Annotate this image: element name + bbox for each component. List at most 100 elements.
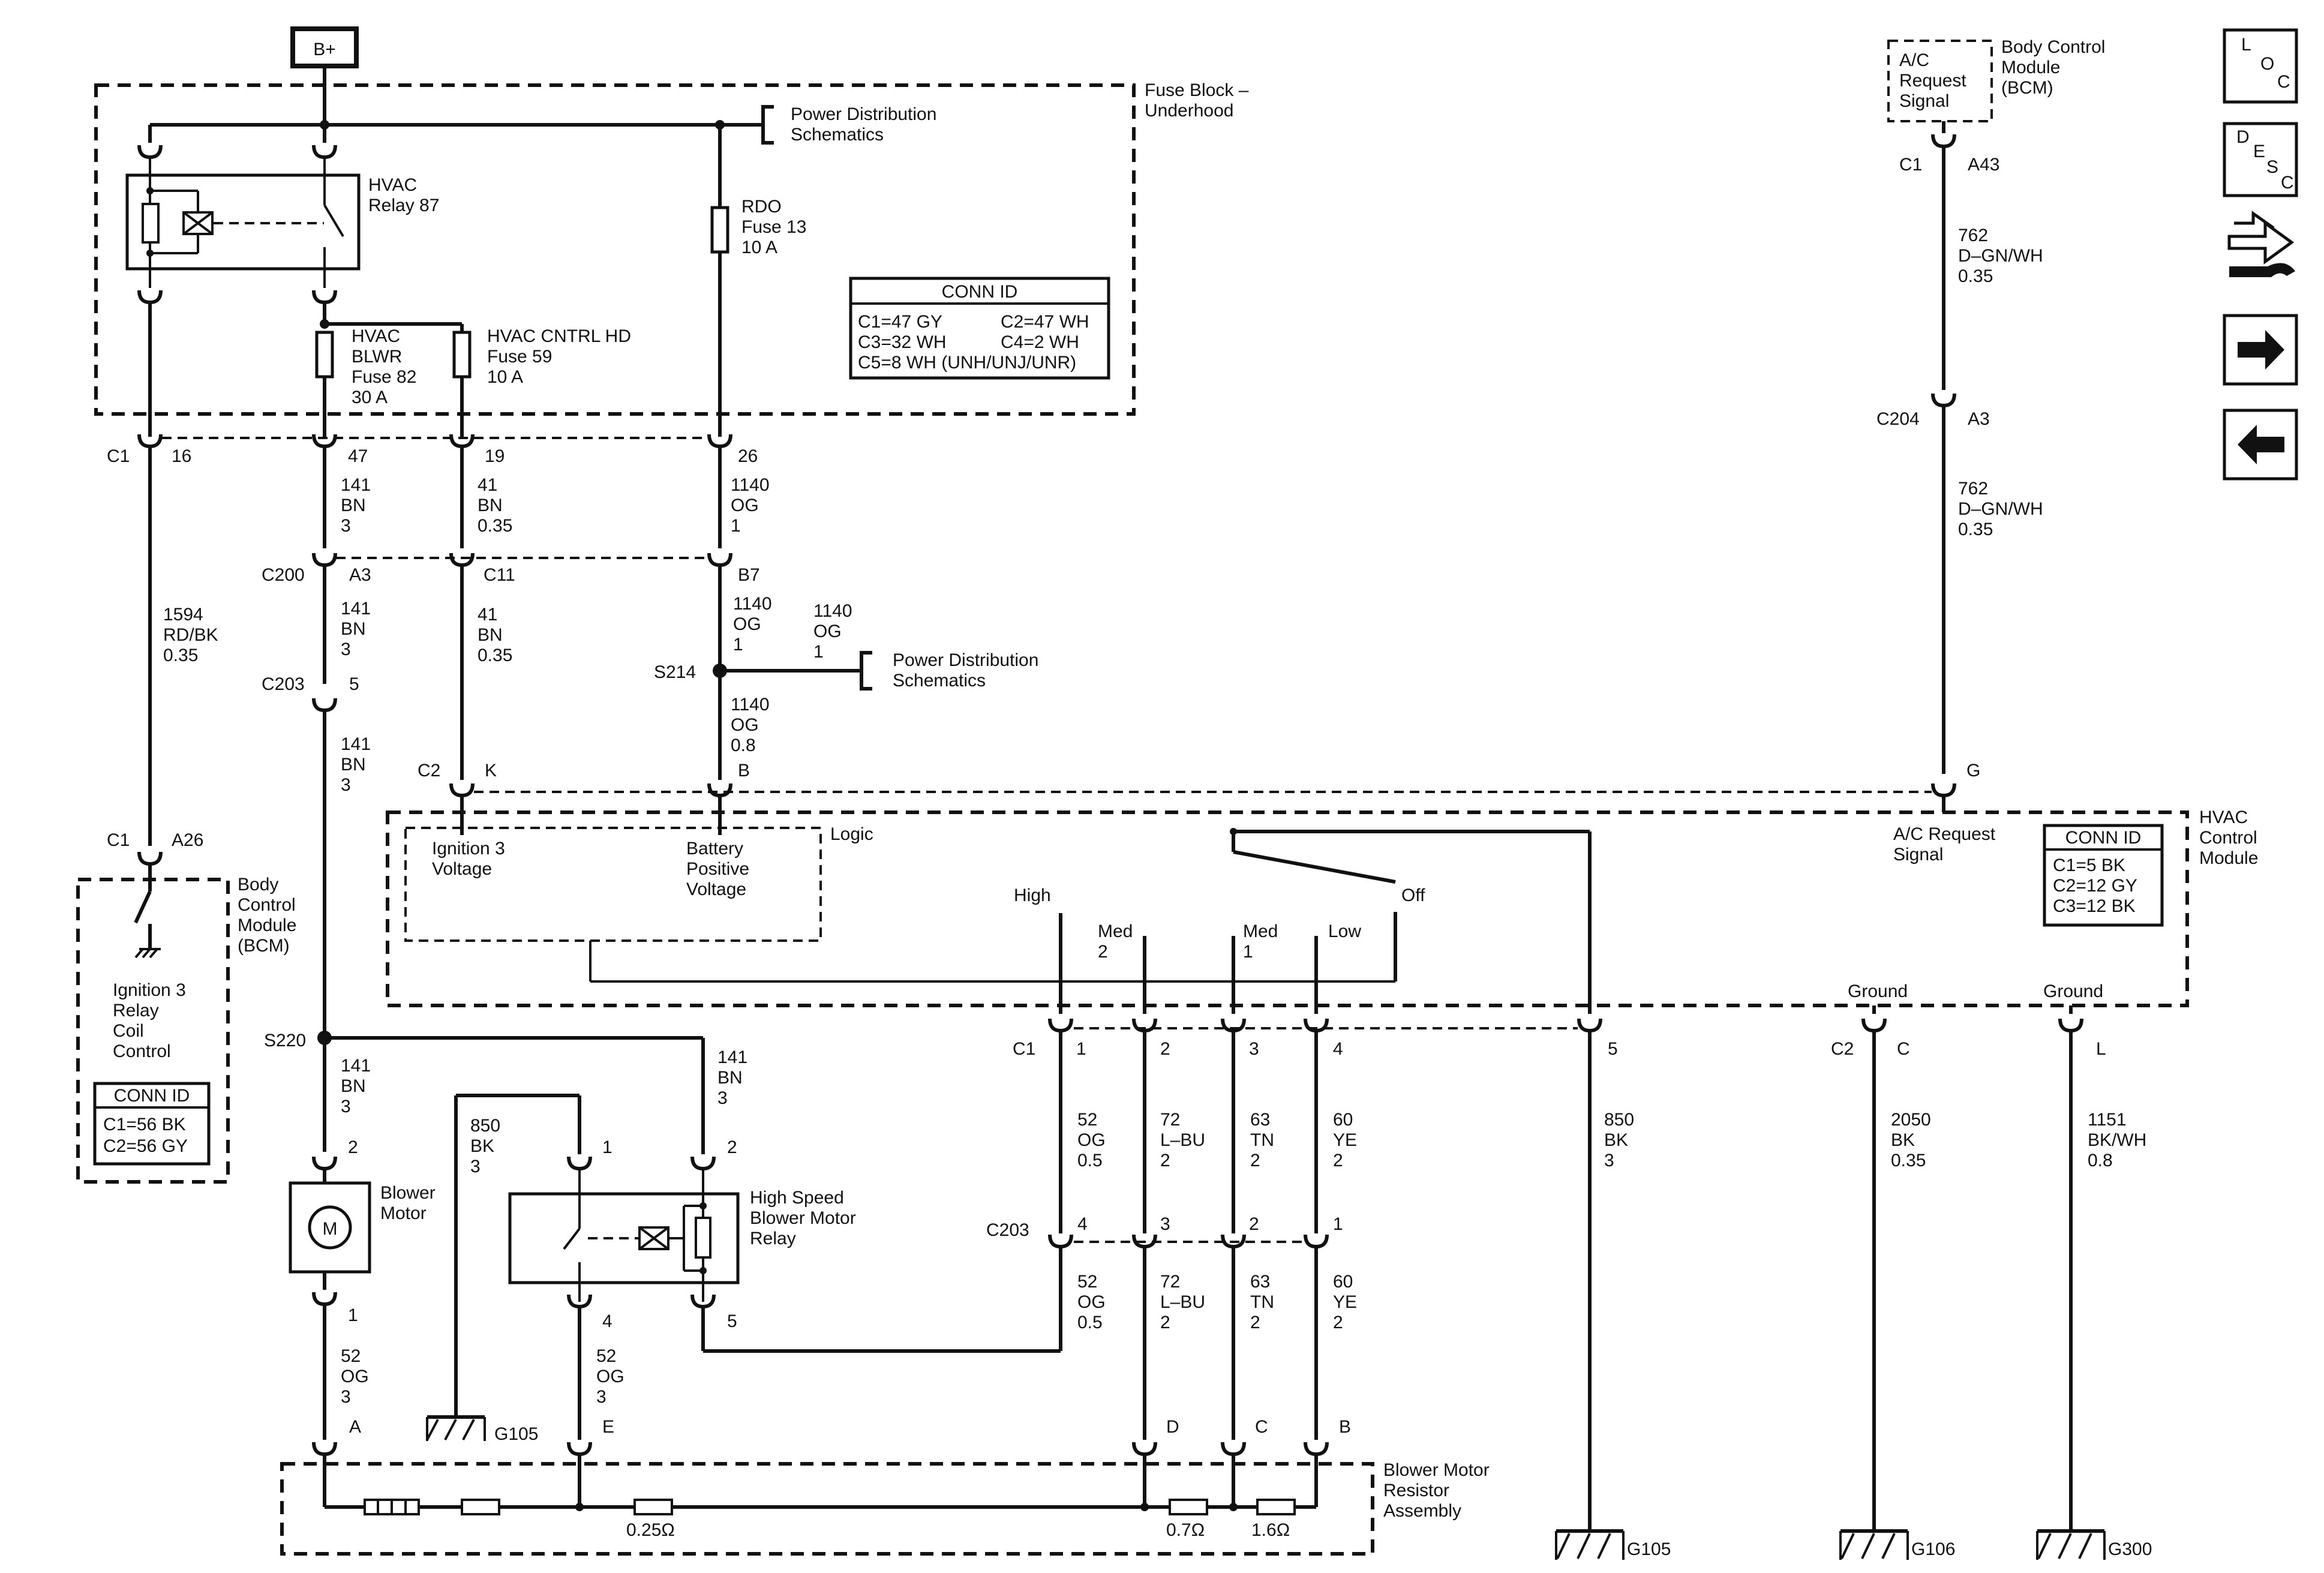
hvac-relay-label: HVAC [368,175,417,195]
svg-text:141: 141 [717,1047,747,1067]
connector-label: C2 [1831,1039,1854,1059]
bcm-left-desc: Ignition 3 [113,980,186,1000]
pin-label: 5 [349,674,359,694]
svg-text:TN: TN [1250,1292,1274,1312]
ground-id: G105 [1627,1539,1671,1559]
bcm-left-label: Module [238,915,296,935]
svg-text:0.35: 0.35 [478,516,512,536]
pin-label: 2 [727,1137,737,1157]
svg-text:850: 850 [1604,1110,1634,1130]
svg-text:0.8: 0.8 [2088,1151,2113,1170]
conn-id-row: C2=56 GY [103,1136,188,1156]
wire-label: 60 YE 2 [1333,1272,1357,1332]
pin-label: A3 [349,565,371,585]
power-source: B+ [290,26,359,68]
bcm-left-label: (BCM) [238,936,290,956]
blower-motor: M Blower Motor [289,1170,436,1290]
svg-text:E: E [2253,142,2265,161]
svg-text:141: 141 [341,1056,371,1076]
svg-text:1140: 1140 [733,594,772,614]
connector-wrench-icon[interactable] [2227,211,2295,277]
conn-id-row: C4=2 WH [1001,332,1079,352]
wire-label: 52 OG 0.5 [1077,1110,1106,1170]
svg-text:2: 2 [1160,1313,1170,1332]
resistor-value: 0.7Ω [1166,1520,1205,1540]
wire-label: 52 OG 3 [596,1346,624,1407]
wire-label: 141 BN 3 [341,475,371,536]
wire-label: 1140 OG 1 [733,594,772,655]
resistor-16 [1256,1499,1296,1515]
svg-text:3: 3 [341,516,351,536]
svg-text:TN: TN [1250,1130,1274,1150]
resistor-assy-label: Blower Motor [1383,1460,1490,1480]
bcm-top: A/C Request Signal Body Control Module (… [1887,37,2105,175]
wire-label: 141 BN 3 [341,1056,371,1116]
svg-text:BN: BN [478,625,503,645]
svg-text:850: 850 [470,1116,500,1136]
pin-label: C [1255,1417,1268,1437]
svg-text:OG: OG [1077,1130,1106,1150]
svg-text:0.5: 0.5 [1077,1151,1103,1170]
previous-arrow-button[interactable] [2223,409,2298,481]
power-dist-label: Power Distribution [791,104,936,124]
resistor-value: 1.6Ω [1251,1520,1290,1540]
pin-label: A3 [1968,409,1990,429]
conn-id-row: C2=12 GY [2053,876,2137,896]
pin-label: 2 [348,1137,358,1157]
next-arrow-button[interactable] [2223,314,2298,386]
hvac-module-label: Control [2199,828,2257,848]
connector-label: C1 [107,830,130,850]
svg-text:0.35: 0.35 [478,646,512,665]
pin-label: 26 [738,446,758,466]
svg-text:3: 3 [717,1088,728,1108]
fuse-block-conn-id: CONN ID C1=47 GY C2=47 WH C3=32 WH C4=2 … [849,277,1110,380]
ignition-voltage-label: Voltage [432,859,492,879]
wire-label: 1151 BK/WH 0.8 [2088,1110,2146,1170]
svg-text:1140: 1140 [731,475,770,495]
svg-text:762: 762 [1958,479,1988,499]
svg-text:OG: OG [813,622,842,641]
bcm-left-desc: Relay [113,1001,159,1020]
wire-label: 60 YE 2 [1333,1110,1357,1170]
switch-med1-label: Med [1243,921,1278,941]
description-button[interactable]: D E S C [2223,122,2298,197]
hvac-module-label: HVAC [2199,807,2248,827]
svg-text:S: S [2266,157,2278,177]
motor-symbol: M [323,1219,338,1239]
pin-label: 2 [1249,1214,1259,1234]
fuse-block-underhood: Fuse Block – Underhood Power Distributio… [94,80,1249,437]
pin-label: B7 [738,565,760,585]
svg-text:BK: BK [1891,1130,1915,1150]
svg-text:1151: 1151 [2088,1110,2127,1130]
pin-label: 16 [172,446,191,466]
conn-id-row: C1=47 GY [858,312,942,332]
svg-text:1: 1 [733,635,743,655]
bcm-top-label: Body Control [2001,37,2105,57]
c200-connector: C200 A3 C11 B7 [262,553,760,585]
right-arrow-icon [2238,330,2284,370]
svg-text:D–GN/WH: D–GN/WH [1958,246,2043,266]
pin-label: 19 [485,446,505,466]
svg-text:C: C [2281,173,2294,193]
cntrl-fuse [452,331,472,379]
ground-label: Ground [1848,981,1908,1001]
switch-med1-label: 1 [1243,942,1253,962]
wire-label: 1140 OG 1 [813,601,852,662]
battery-voltage-label: Positive [686,859,749,879]
connector-label: C203 [986,1220,1029,1240]
location-button[interactable]: L O C [2223,28,2298,104]
ac-request-label: A/C Request [1893,824,1996,844]
wire-label: 72 L–BU 2 [1160,1272,1205,1332]
svg-text:2: 2 [1333,1313,1343,1332]
hvac-relay: HVAC Relay 87 [125,157,439,288]
svg-text:BN: BN [341,619,366,639]
wire-label: 1140 OG 1 [731,475,770,536]
svg-text:1: 1 [813,642,824,662]
svg-text:1140: 1140 [731,695,770,715]
svg-text:1140: 1140 [813,601,852,621]
svg-text:141: 141 [341,475,371,495]
svg-text:0.35: 0.35 [1891,1151,1926,1170]
svg-text:RD/BK: RD/BK [163,625,218,645]
s214-splice: S214 Power Distribution Schematics [654,650,1038,691]
pin-label: 5 [1608,1039,1618,1059]
